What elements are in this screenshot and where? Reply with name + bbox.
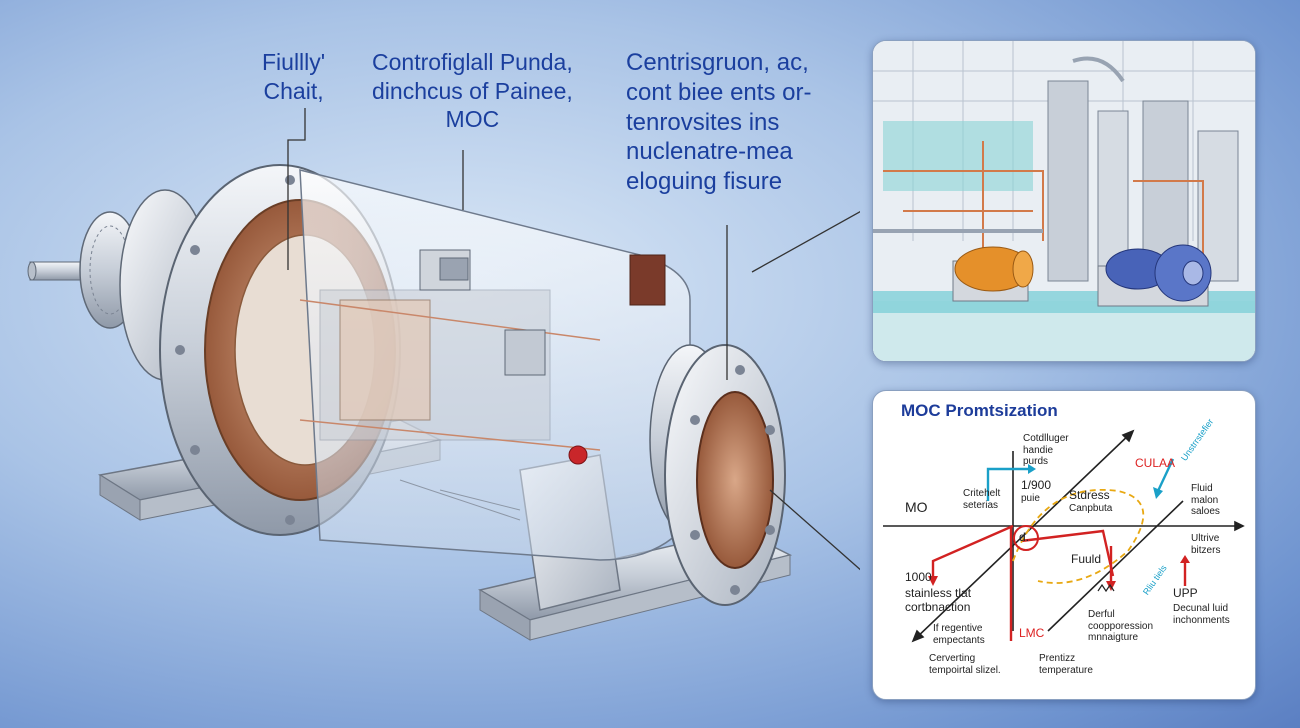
label-line: stainless tlat	[905, 586, 972, 600]
label-prentizz: Prentizz temperature	[1039, 653, 1093, 676]
label-fluid-right: Fluid malon saloes	[1191, 483, 1220, 518]
label-line: malon	[1191, 494, 1219, 506]
label-stdress: Stdress Canpbuta	[1069, 488, 1113, 514]
label-ratio: 1/900 puie	[1021, 478, 1052, 504]
leader-lines	[287, 108, 860, 571]
label-d-mark: d.	[1019, 530, 1030, 544]
label-lmc: LMC	[1019, 626, 1045, 640]
callout-line: nuclenatre-mea	[626, 138, 793, 166]
label-fuuld: Fuuld	[1071, 552, 1102, 566]
label-line: Ultrive	[1191, 533, 1220, 544]
label-1000: 1000	[905, 570, 932, 584]
moc-panel: MOC Promtsization Cotdlluger handie purd…	[872, 390, 1256, 700]
plant-panel	[872, 40, 1256, 362]
label-regentive: If regentive empectants	[933, 623, 985, 646]
casing	[299, 169, 691, 561]
label-line: inchonments	[1173, 614, 1230, 626]
label-line: 1/900	[1021, 478, 1052, 492]
label-line: tempoirtal slizel.	[929, 664, 1001, 676]
label-line: If regentive	[933, 623, 983, 634]
label-line: handie	[1023, 444, 1054, 456]
callout-fully-chait: Fiullly' Chait,	[262, 48, 325, 105]
label-decunal: Decunal luid inchonments	[1173, 603, 1230, 626]
label-ultrive: Ultrive bitzers	[1191, 533, 1220, 556]
label-converting: Cerverting tempoirtal slizel.	[929, 653, 1001, 676]
label-line: saloes	[1191, 506, 1220, 517]
discharge-flange	[649, 344, 786, 606]
label-line: bitzers	[1191, 544, 1221, 556]
callout-line: eloguing fisure	[626, 168, 783, 195]
moc-diagram	[883, 429, 1245, 643]
label-line: purds	[1023, 456, 1049, 467]
label-line: puie	[1021, 492, 1040, 504]
callout-line: dinchcus of Painee,	[372, 77, 573, 104]
shaft	[27, 261, 86, 281]
callout-line: Chait,	[263, 77, 324, 104]
callout-line: Controfiglall Punda,	[372, 49, 573, 75]
label-stainless: stainless tlat cortbnaction	[905, 586, 972, 615]
label-line: Critehelt	[963, 488, 1001, 499]
label-line: Decunal luid	[1173, 603, 1229, 614]
label-line: Cotdlluger	[1023, 433, 1069, 444]
callout-line: tenrovsites ins	[626, 108, 780, 136]
label-upp: UPP	[1173, 586, 1198, 600]
label-derful: Derful coopporession mnnaigture	[1088, 609, 1153, 644]
label-line: cortbnaction	[905, 599, 971, 614]
callout-line: cont biee ents or-	[626, 78, 812, 106]
moc-title: MOC Promtsization	[901, 401, 1058, 420]
orange-motor	[952, 246, 1034, 302]
plant-illustration	[873, 41, 1255, 361]
label-line: Cerverting	[929, 653, 976, 664]
label-line: Prentizz	[1039, 653, 1076, 664]
pump-illustration	[27, 108, 860, 641]
label-mo: MO	[905, 499, 928, 515]
callout-pump-moc: Controfiglall Punda, dinchcus of Painee,…	[372, 48, 573, 134]
label-line: Fluid	[1191, 483, 1213, 494]
callout-line: Centrisgruon, ac,	[626, 49, 809, 76]
label-critical: Critehelt seterias	[963, 488, 1000, 511]
label-culaa: CULAA	[1135, 456, 1176, 470]
blue-motor	[1097, 244, 1212, 307]
label-line: temperature	[1039, 664, 1093, 676]
label-top-center: Cotdlluger handie purds	[1023, 433, 1069, 468]
callout-centrifugal: Centrisgruon, ac, cont biee ents or- ten…	[626, 48, 811, 197]
callout-line: MOC	[445, 106, 500, 133]
callout-line: Fiullly'	[262, 49, 326, 75]
label-line: mnnaigture	[1088, 632, 1139, 643]
label-line: seterias	[963, 499, 999, 511]
label-line: coopporession	[1088, 620, 1154, 632]
label-line: Stdress	[1069, 488, 1110, 502]
label-line: Canpbuta	[1069, 502, 1113, 514]
label-line: Derful	[1088, 609, 1115, 620]
label-line: empectants	[933, 634, 985, 646]
